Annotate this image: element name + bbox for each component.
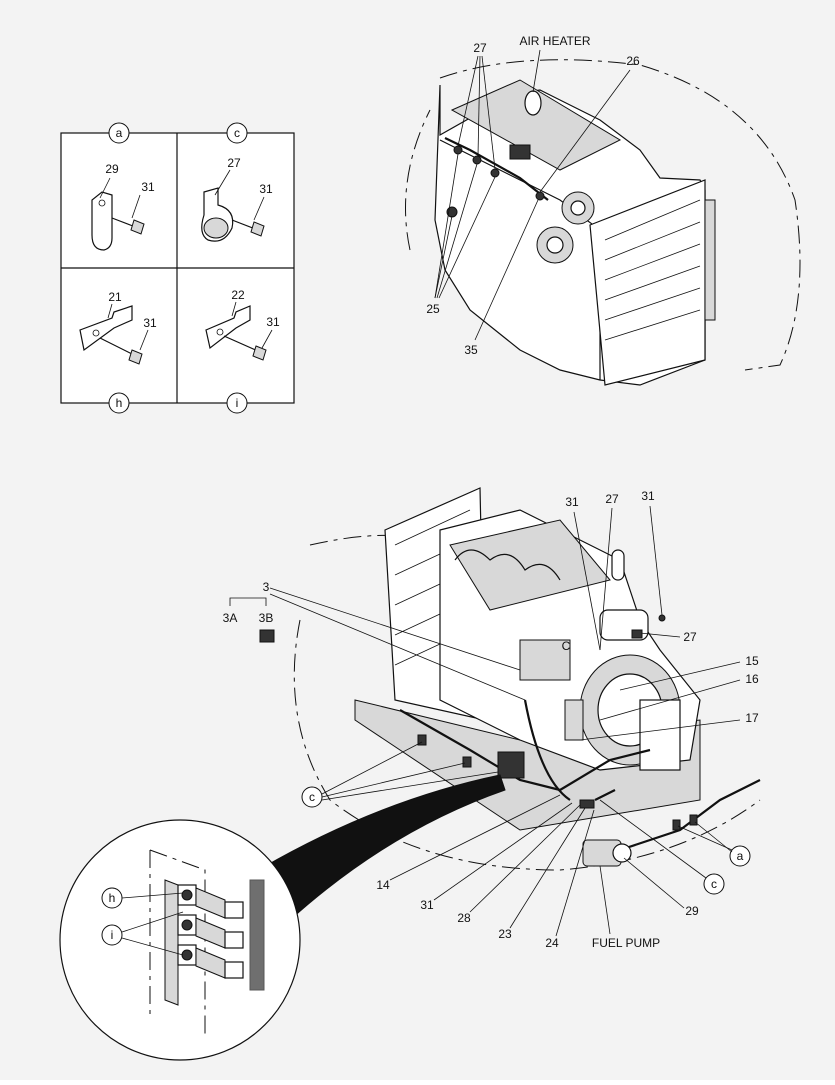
relay-3b-icon — [259, 629, 275, 643]
connector-block — [497, 751, 525, 779]
hose-shape — [704, 199, 716, 321]
tag-a-label: a — [116, 126, 123, 140]
zoom-circle — [59, 819, 301, 1061]
engine-outline-dashed — [439, 59, 801, 371]
bracket-22-shape — [205, 305, 251, 350]
fuel-pump-label: FUEL PUMP — [592, 936, 660, 950]
tag-c-label: c — [234, 126, 240, 140]
tag-c-right-label: c — [711, 877, 717, 891]
air-heater-block — [509, 144, 531, 160]
part-27-label-b: 27 — [683, 630, 697, 644]
part-27-top-label: 27 — [473, 41, 487, 55]
part-31-label-c: 31 — [420, 898, 434, 912]
bolt-31-label: 31 — [259, 182, 273, 196]
part-35-label: 35 — [464, 343, 478, 357]
tag-circle-a-bottom — [729, 845, 751, 867]
tag-i-label: i — [236, 396, 239, 410]
detail-cell-c: c 27 31 — [201, 122, 273, 242]
part-21-label: 21 — [108, 290, 122, 304]
detail-grid: a 29 31 c 27 31 — [60, 122, 295, 414]
bolt-31-label: 31 — [266, 315, 280, 329]
bolt-icon — [128, 349, 143, 365]
air-heater-label: AIR HEATER — [519, 34, 590, 48]
part-29-label: 29 — [105, 162, 119, 176]
starter-motor — [519, 639, 571, 681]
connector-stack — [177, 884, 244, 979]
detail-cell-i: 22 31 i — [205, 288, 280, 414]
part-31-label-a: 31 — [565, 495, 579, 509]
part-26-label: 26 — [626, 54, 640, 68]
part-29-label-bottom: 29 — [685, 904, 699, 918]
tag-circle-i-zoom — [101, 924, 123, 946]
harness-wire-top — [444, 137, 549, 201]
tag-circle-c-right — [703, 873, 725, 895]
control-box — [639, 699, 681, 771]
zoom-callout-wedge — [261, 774, 506, 921]
tag-h-zoom-label: h — [109, 891, 116, 905]
tag-a-bottom-label: a — [737, 849, 744, 863]
part-22-label: 22 — [231, 288, 245, 302]
detail-cell-a: a 29 31 — [91, 122, 155, 251]
bolt-31-label: 31 — [143, 316, 157, 330]
air-heater-ring — [524, 90, 542, 116]
tag-circle-i — [226, 392, 248, 414]
tag-circle-c — [226, 122, 248, 144]
bolt-31-label: 31 — [141, 180, 155, 194]
bottom-engine-view: 3 3A 3B 31 27 31 27 C 15 16 17 c a c — [223, 487, 761, 950]
tag-circle-h — [108, 392, 130, 414]
tag-c-bottom-label: c — [309, 790, 315, 804]
tag-i-zoom-label: i — [111, 928, 114, 942]
part-17-label: 17 — [745, 711, 759, 725]
harness-wire-bottom — [399, 709, 561, 792]
tag-h-label: h — [116, 396, 123, 410]
part-23-label: 23 — [498, 927, 512, 941]
bolt-icon — [250, 221, 265, 237]
part-25-label: 25 — [426, 302, 440, 316]
part-c-small-label: C — [562, 639, 571, 653]
part-28-label: 28 — [457, 911, 471, 925]
part-3b-label: 3B — [259, 611, 274, 625]
clamp-29-shape — [91, 191, 113, 251]
part-31-label-b: 31 — [641, 489, 655, 503]
part-14-label: 14 — [376, 878, 390, 892]
part-15-label: 15 — [745, 654, 759, 668]
part-16-label: 16 — [745, 672, 759, 686]
tag-circle-a — [108, 122, 130, 144]
part-27-label-a: 27 — [605, 492, 619, 506]
part-3-label: 3 — [263, 580, 270, 594]
bolt-icon — [252, 345, 267, 361]
part-27-label: 27 — [227, 156, 241, 170]
part-3a-label: 3A — [223, 611, 238, 625]
part-24-label: 24 — [545, 936, 559, 950]
zoom-detail: h i — [59, 774, 506, 1061]
bracket-21-shape — [79, 305, 133, 352]
top-engine-view: AIR HEATER 27 26 25 35 — [405, 34, 801, 386]
detail-cell-h: 21 31 h — [79, 290, 157, 414]
bolt-icon — [130, 219, 145, 235]
